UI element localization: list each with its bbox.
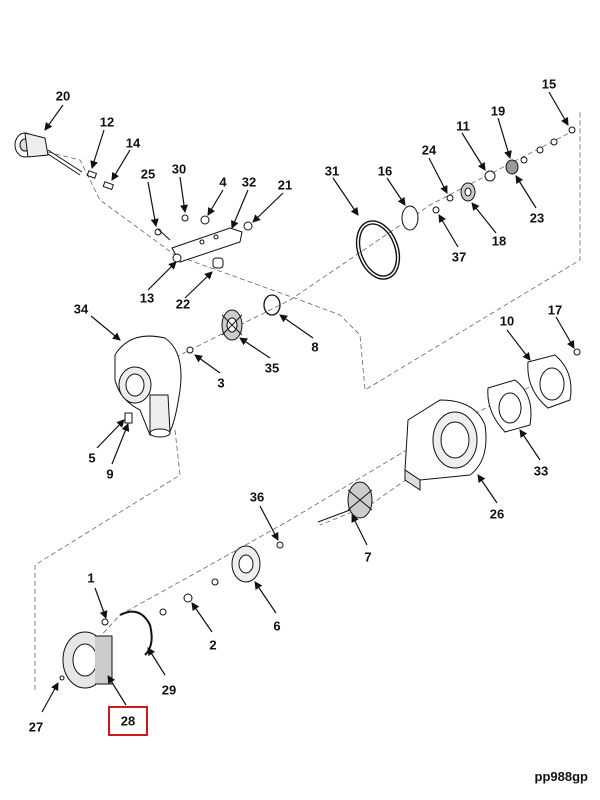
part-20-actuator <box>14 132 83 176</box>
part-34-compressor-housing <box>114 335 182 438</box>
callout-19[interactable]: 19 <box>490 103 506 119</box>
callout-28[interactable]: 28 <box>120 713 136 729</box>
callout-4[interactable]: 4 <box>219 174 227 190</box>
callout-37[interactable]: 37 <box>451 249 467 265</box>
callout-9[interactable]: 9 <box>106 466 114 482</box>
callout-24[interactable]: 24 <box>421 142 437 158</box>
part-17-bolt <box>573 348 581 356</box>
callout-22[interactable]: 22 <box>175 296 191 312</box>
part-7-shaft-wheel <box>317 481 373 523</box>
callout-33[interactable]: 33 <box>533 463 549 479</box>
callout-17[interactable]: 17 <box>547 302 563 318</box>
part-9-tag <box>124 412 133 424</box>
callout-31[interactable]: 31 <box>324 163 340 179</box>
selected-callout-highlight <box>108 706 148 736</box>
callout-26[interactable]: 26 <box>489 506 505 522</box>
callout-35[interactable]: 35 <box>264 360 280 376</box>
part-16-gasket <box>401 205 419 231</box>
part-12-14-pins <box>86 170 115 191</box>
callout-5[interactable]: 5 <box>88 450 96 466</box>
callout-11[interactable]: 11 <box>456 118 470 134</box>
callout-36[interactable]: 36 <box>249 489 265 505</box>
callout-3[interactable]: 3 <box>217 375 225 391</box>
part-31-clamp <box>355 220 401 280</box>
callout-30[interactable]: 30 <box>171 161 187 177</box>
callout-1[interactable]: 1 <box>87 570 95 586</box>
part-26-turbine-housing <box>404 399 487 491</box>
callout-18[interactable]: 18 <box>491 233 507 249</box>
small-parts-lower <box>59 578 219 681</box>
small-parts-upper-right <box>432 126 576 214</box>
part-10-flange <box>527 354 572 409</box>
part-8-snap-ring <box>263 294 281 316</box>
callout-32[interactable]: 32 <box>241 174 257 190</box>
callout-6[interactable]: 6 <box>273 618 281 634</box>
callout-10[interactable]: 10 <box>499 313 515 329</box>
part-32-bracket <box>154 214 253 269</box>
callout-13[interactable]: 13 <box>139 290 155 306</box>
part-6-bearing-housing <box>231 545 261 583</box>
callout-16[interactable]: 16 <box>377 163 393 179</box>
callout-23[interactable]: 23 <box>529 210 545 226</box>
part-35-compressor-wheel <box>221 309 243 341</box>
part-28-housing <box>62 631 113 689</box>
part-3-nut <box>186 346 194 354</box>
callout-14[interactable]: 14 <box>125 135 141 151</box>
callout-leaders <box>41 91 575 713</box>
callout-34[interactable]: 34 <box>73 301 89 317</box>
callout-7[interactable]: 7 <box>364 549 372 565</box>
part-33-gasket <box>487 379 532 433</box>
callout-15[interactable]: 15 <box>541 76 557 92</box>
callout-12[interactable]: 12 <box>99 114 115 130</box>
reference-code: pp988gp <box>534 769 588 784</box>
part-29-clamp <box>119 610 153 656</box>
callout-2[interactable]: 2 <box>209 637 217 653</box>
callout-29[interactable]: 29 <box>161 682 177 698</box>
callout-21[interactable]: 21 <box>277 177 293 193</box>
callout-25[interactable]: 25 <box>140 166 156 182</box>
callout-27[interactable]: 27 <box>28 719 44 735</box>
callout-20[interactable]: 20 <box>55 88 71 104</box>
callout-8[interactable]: 8 <box>311 339 319 355</box>
part-36-ring <box>276 541 284 549</box>
